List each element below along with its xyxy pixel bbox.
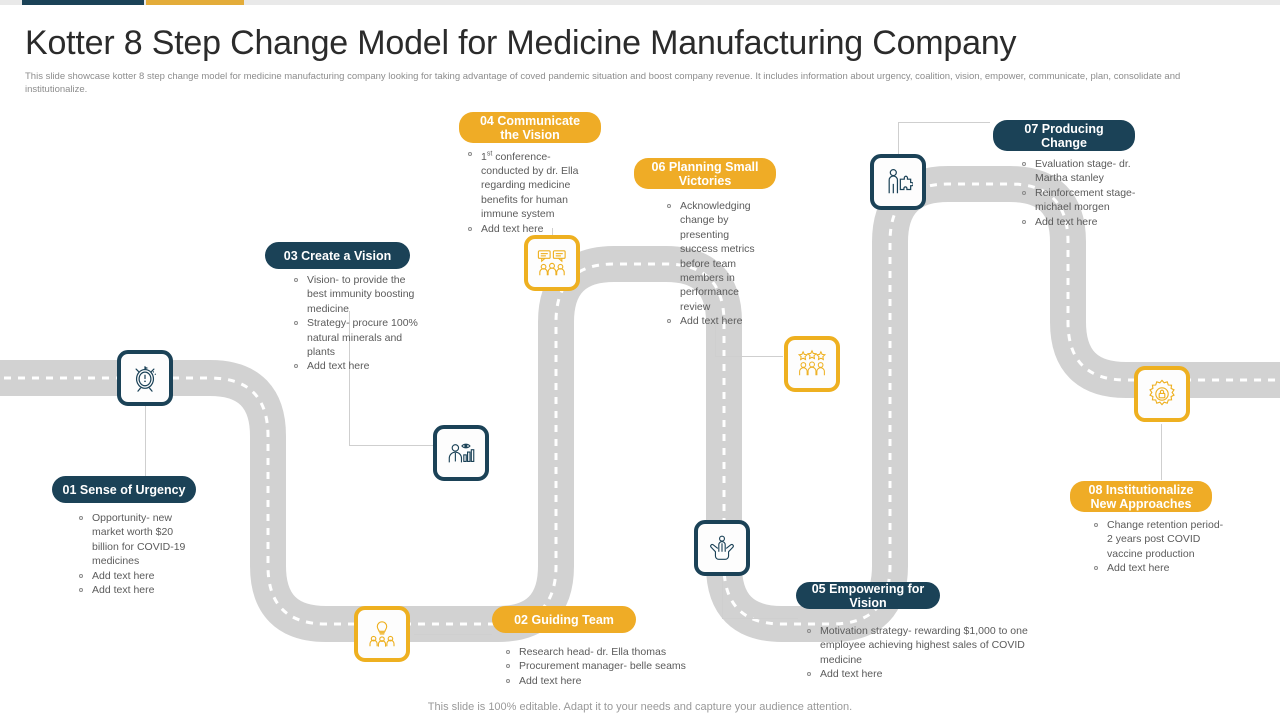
step-bullets-02: Research head- dr. Ella thomas Procureme… <box>502 645 717 688</box>
step-label-06[interactable]: 06 Planning Small Victories <box>634 158 776 189</box>
page-title: Kotter 8 Step Change Model for Medicine … <box>25 24 1017 62</box>
accent-segment-gold <box>146 0 244 5</box>
list-item: Change retention period- 2 years post CO… <box>1090 518 1225 561</box>
step-label-04[interactable]: 04 Communicate the Vision <box>459 112 601 143</box>
list-item: Acknowledging change by presenting succe… <box>663 199 763 314</box>
vision-person-chart-icon <box>446 438 476 468</box>
stem-step-05 <box>722 578 723 618</box>
list-item: Add text here <box>502 674 717 688</box>
step-label-05[interactable]: 05 Empowering for Vision <box>796 582 940 610</box>
team-idea-icon <box>367 619 397 649</box>
list-item: Vision- to provide the best immunity boo… <box>290 273 422 316</box>
step-node-03[interactable] <box>433 425 489 481</box>
stem-step-08 <box>1161 424 1162 480</box>
step-node-08[interactable] <box>1134 366 1190 422</box>
step-label-02[interactable]: 02 Guiding Team <box>492 606 636 633</box>
bullet-text-1st: 1st conference- conducted by dr. Ella re… <box>481 150 579 221</box>
stem-step-06b <box>715 356 783 357</box>
stem-step-02 <box>414 634 492 635</box>
step-label-01[interactable]: 01 Sense of Urgency <box>52 476 196 503</box>
step-label-08[interactable]: 08 Institutionalize New Approaches <box>1070 481 1212 512</box>
step-bullets-08: Change retention period- 2 years post CO… <box>1090 518 1225 576</box>
list-item: Opportunity- new market worth $20 billio… <box>75 511 200 569</box>
step-bullets-07: Evaluation stage- dr. Martha stanley Rei… <box>1018 157 1166 229</box>
step-label-03[interactable]: 03 Create a Vision <box>265 242 410 269</box>
list-item: Add text here <box>464 222 579 236</box>
footer-note: This slide is 100% editable. Adapt it to… <box>427 701 853 713</box>
step-node-01[interactable] <box>117 350 173 406</box>
step-node-02[interactable] <box>354 606 410 662</box>
top-accent-bar <box>0 0 1280 5</box>
stem-step-07 <box>898 122 899 154</box>
hands-supporting-person-icon <box>707 533 737 563</box>
list-item: Add text here <box>803 667 1028 681</box>
speech-bubbles-team-icon <box>537 248 567 278</box>
stem-step-07b <box>898 122 990 123</box>
list-item: Research head- dr. Ella thomas <box>502 645 717 659</box>
page-subtitle: This slide showcase kotter 8 step change… <box>25 71 1181 95</box>
list-item: Add text here <box>663 314 763 328</box>
step-node-05[interactable] <box>694 520 750 576</box>
step-node-06[interactable] <box>784 336 840 392</box>
list-item: Add text here <box>290 359 422 373</box>
stem-step-05b <box>722 618 798 619</box>
list-item: Add text here <box>75 569 200 583</box>
list-item: Add text here <box>75 583 200 597</box>
list-item: Add text here <box>1090 561 1225 575</box>
step-bullets-05: Motivation strategy- rewarding $1,000 to… <box>803 624 1028 682</box>
team-stars-icon <box>797 349 827 379</box>
alarm-clock-icon <box>130 363 160 393</box>
stem-step-01 <box>145 406 146 478</box>
accent-segment-dark <box>22 0 144 5</box>
list-item: Reinforcement stage- michael morgen <box>1018 186 1166 215</box>
list-item: Motivation strategy- rewarding $1,000 to… <box>803 624 1028 667</box>
list-item: Procurement manager- belle seams <box>502 659 717 673</box>
step-bullets-03: Vision- to provide the best immunity boo… <box>290 273 422 374</box>
list-item: 1st conference- conducted by dr. Ella re… <box>464 147 579 222</box>
step-bullets-06: Acknowledging change by presenting succe… <box>663 199 763 329</box>
step-node-04[interactable] <box>524 235 580 291</box>
stem-step-06 <box>715 318 716 356</box>
list-item: Add text here <box>1018 215 1166 229</box>
gear-lock-icon <box>1147 379 1177 409</box>
step-bullets-04: 1st conference- conducted by dr. Ella re… <box>464 147 579 236</box>
stem-step-03b <box>349 445 433 446</box>
person-puzzle-icon <box>883 167 913 197</box>
step-label-07[interactable]: 07 Producing Change <box>993 120 1135 151</box>
list-item: Strategy- procure 100% natural minerals … <box>290 316 422 359</box>
step-node-07[interactable] <box>870 154 926 210</box>
list-item: Evaluation stage- dr. Martha stanley <box>1018 157 1166 186</box>
stem-step-03 <box>349 311 350 445</box>
step-bullets-01: Opportunity- new market worth $20 billio… <box>75 511 200 597</box>
